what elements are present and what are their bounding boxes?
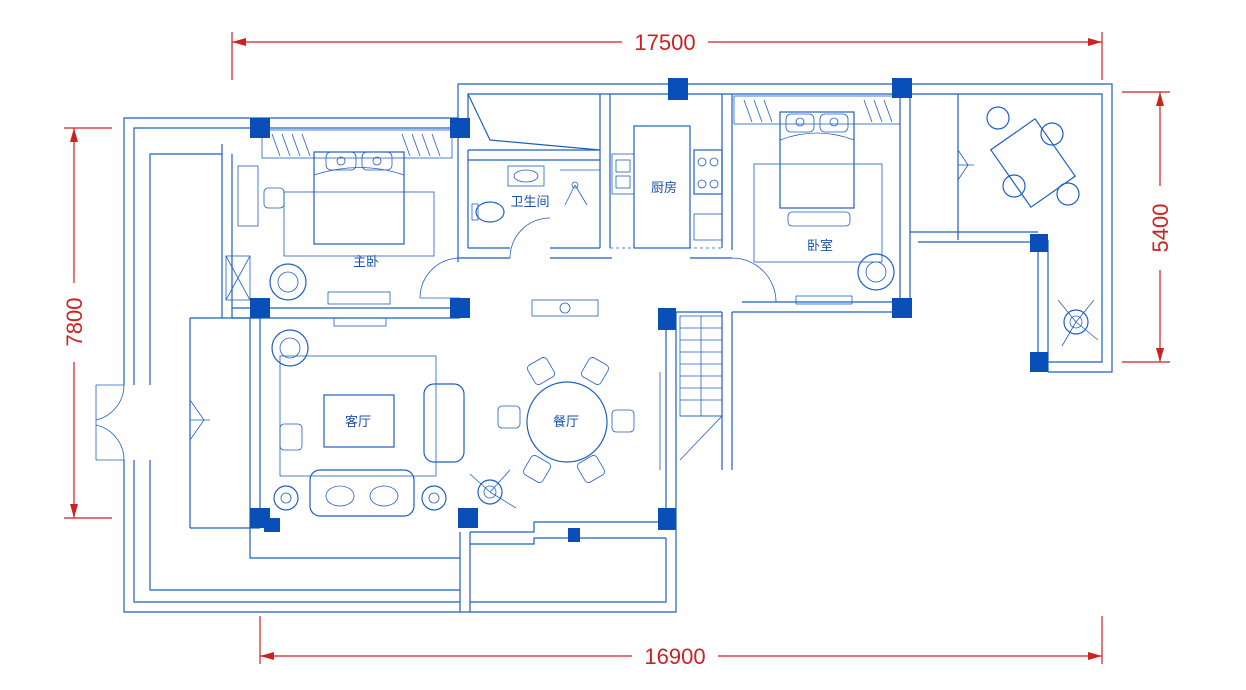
dimension-bottom-label: 16900	[644, 644, 705, 669]
structural-columns	[250, 78, 1048, 542]
label-bathroom: 卫生间	[510, 195, 549, 210]
bathroom-sink	[507, 165, 545, 187]
exterior-walls	[123, 83, 1113, 613]
wardrobe-master	[261, 129, 453, 159]
balcony-plant-right	[1057, 299, 1099, 347]
dimension-top: 17500	[231, 30, 1103, 80]
dimension-top-label: 17500	[634, 30, 695, 55]
dimension-right: 5400	[1122, 91, 1173, 363]
label-bedroom: 卧室	[807, 238, 833, 254]
balcony-table-set	[986, 106, 1080, 208]
label-master-bedroom: 主卧	[353, 255, 379, 270]
master-bed	[283, 151, 435, 257]
living-armchair	[271, 329, 309, 367]
wardrobe-bedroom	[733, 95, 901, 125]
living-sofa-set	[273, 355, 465, 517]
master-desk-chair	[225, 165, 285, 301]
tv-cabinet-master	[327, 291, 391, 327]
living-plant	[469, 469, 517, 509]
shower	[560, 169, 600, 206]
dimension-right-label: 5400	[1148, 204, 1173, 253]
kitchen-counter	[611, 125, 723, 249]
label-kitchen: 厨房	[651, 180, 677, 196]
doors	[95, 149, 974, 461]
dimension-left-label: 7800	[62, 298, 87, 347]
dimension-left: 7800	[62, 127, 112, 519]
bedroom-armchair	[857, 253, 895, 291]
master-armchair	[269, 263, 307, 301]
label-dining-room: 餐厅	[553, 414, 579, 430]
bedroom-bed	[753, 111, 883, 263]
dining-table-set	[497, 299, 635, 483]
staircase	[659, 315, 723, 470]
dimension-bottom: 16900	[259, 616, 1103, 669]
bedroom-tv-cabinet	[795, 295, 853, 305]
interior-walls	[232, 93, 911, 528]
toilet	[471, 201, 505, 223]
label-living-room: 客厅	[345, 414, 371, 430]
